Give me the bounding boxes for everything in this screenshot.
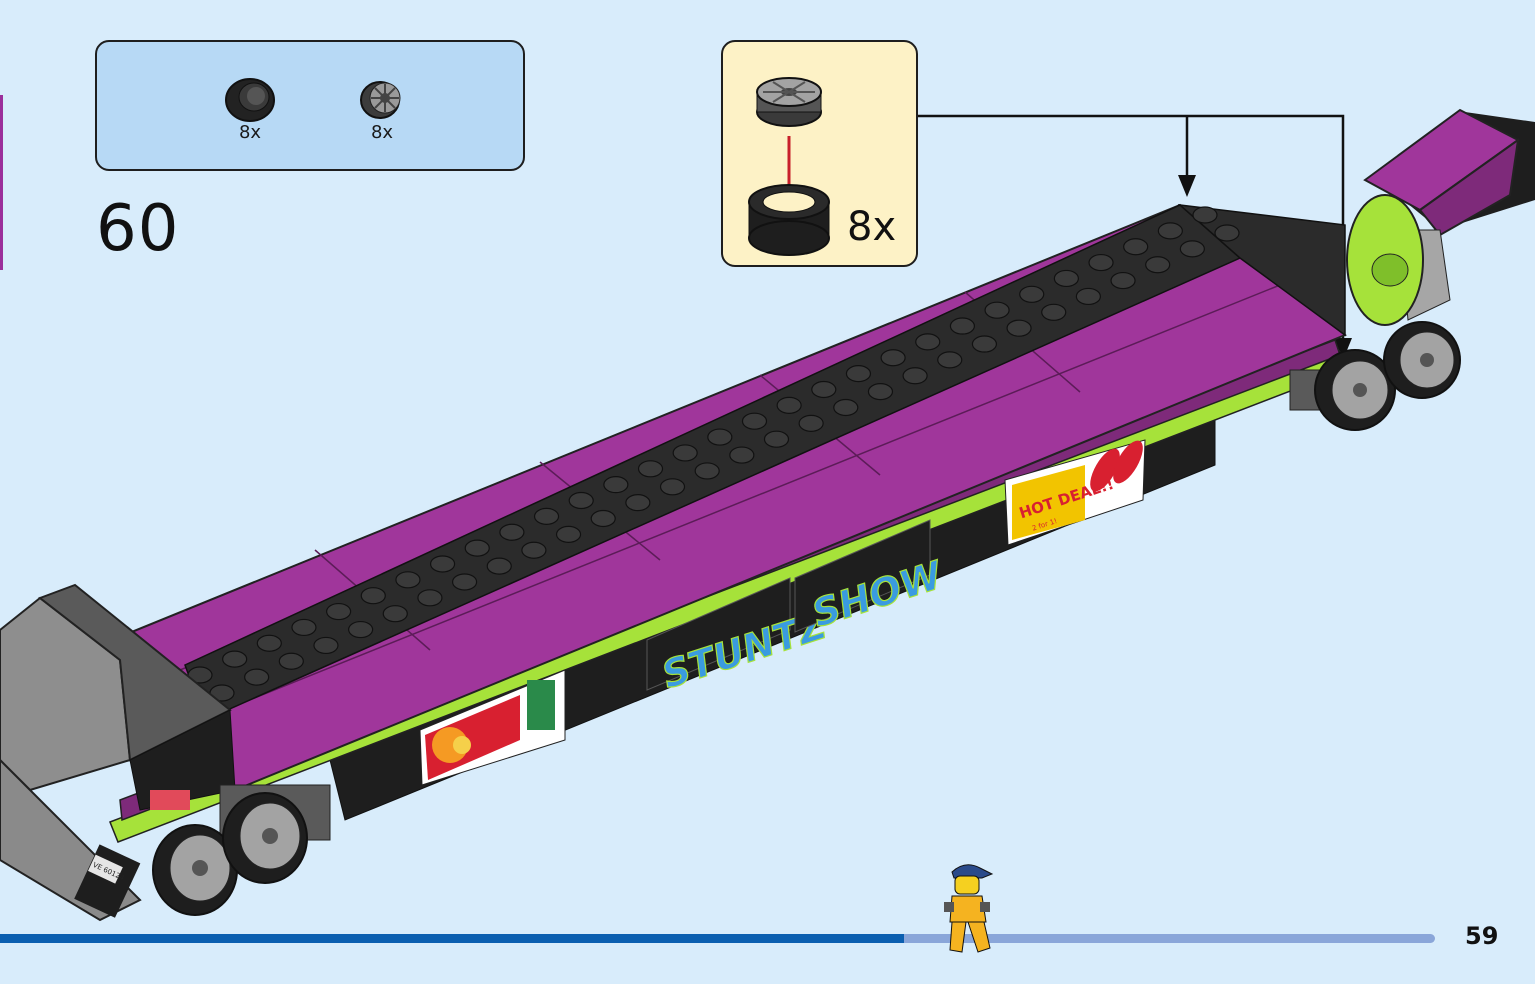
deck-stud: [1075, 287, 1101, 306]
deck-stud: [741, 412, 768, 430]
page-number: 59: [1465, 922, 1499, 950]
deck-stud: [798, 414, 824, 432]
deck-stud: [880, 349, 906, 367]
deck-stud: [937, 351, 963, 369]
rear-wheels: [152, 784, 331, 916]
deck-stud: [590, 509, 616, 528]
deck-stud: [568, 491, 594, 510]
deck-stud: [395, 571, 421, 589]
deck-stud: [499, 523, 525, 541]
deck-stud: [417, 589, 443, 607]
deck-stud: [360, 587, 386, 605]
arrow-head: [1178, 175, 1196, 197]
deck-stud: [915, 333, 941, 351]
deck-stud: [244, 668, 270, 686]
step-number: 60: [96, 192, 180, 266]
deck-stud: [845, 365, 872, 383]
trailer-rear-block: VE 60124: [0, 583, 236, 922]
part-tire: 8x: [215, 72, 285, 143]
tire-icon: [225, 78, 275, 122]
deck-stud: [707, 428, 733, 446]
deck-stud: [867, 383, 894, 401]
sign-hot-deal: HOT DEAL!! 2 for 1!: [1004, 439, 1146, 546]
deck-stud: [1053, 269, 1079, 288]
deck-stud: [811, 380, 837, 399]
deck-stud: [278, 652, 304, 670]
page-edge-strip: [0, 95, 3, 270]
deck-stud: [949, 317, 976, 335]
deck-stud: [555, 525, 582, 543]
progress-fill: [0, 934, 904, 943]
minifigure-progress-marker: [944, 864, 994, 953]
deck-stud: [694, 462, 720, 480]
deck-stud: [625, 494, 651, 512]
parts-list-box: 8x 8x: [95, 40, 525, 171]
deck-stud: [984, 301, 1010, 319]
deck-stud: [1192, 206, 1218, 224]
subassembly-callout: 8x: [721, 40, 918, 267]
deck-stud: [729, 446, 755, 464]
deck-stud: [672, 444, 698, 462]
deck-stud: [291, 618, 317, 637]
deck-stud: [326, 602, 352, 621]
deck-stud: [763, 430, 790, 448]
part-wheel-rim: 8x: [347, 72, 417, 143]
wheel-assembly-icon: [748, 77, 830, 256]
deck-stud: [776, 396, 802, 414]
deck-stud: [222, 650, 248, 668]
deck-stud: [533, 507, 560, 525]
deck-stud: [603, 476, 629, 494]
deck-stud: [637, 460, 664, 478]
deck-stud: [256, 634, 282, 652]
deck-stud: [659, 478, 686, 496]
deck-stud: [486, 557, 512, 575]
deck-stud: [348, 620, 374, 639]
deck-stud: [1179, 240, 1205, 258]
deck-stud: [1110, 271, 1136, 290]
deck-stud: [1006, 319, 1032, 337]
subassembly-qty: 8x: [847, 204, 897, 250]
deck-stud: [1157, 222, 1183, 240]
deck-stud: [1088, 253, 1114, 272]
deck-stud: [1019, 285, 1045, 303]
deck-stud: [1145, 256, 1171, 274]
deck-stud: [1214, 224, 1240, 242]
deck-stud: [382, 605, 408, 623]
deck-stud: [521, 541, 547, 559]
deck-stud: [451, 573, 478, 591]
wheel-rim-icon: [360, 81, 401, 119]
part-qty: 8x: [370, 122, 394, 143]
deck-stud: [313, 636, 339, 655]
deck-stud: [971, 335, 998, 353]
gooseneck: [1346, 108, 1535, 326]
deck-stud: [1041, 303, 1067, 321]
front-wheels: [1289, 321, 1461, 431]
part-qty: 8x: [238, 122, 262, 143]
deck-stud: [833, 398, 859, 417]
arrow-head: [1334, 338, 1352, 360]
deck-stud: [464, 539, 490, 557]
deck-stud: [429, 555, 456, 573]
deck-stud: [1123, 238, 1149, 256]
deck-stud: [902, 367, 928, 385]
sign-fire-breather: [419, 669, 566, 786]
